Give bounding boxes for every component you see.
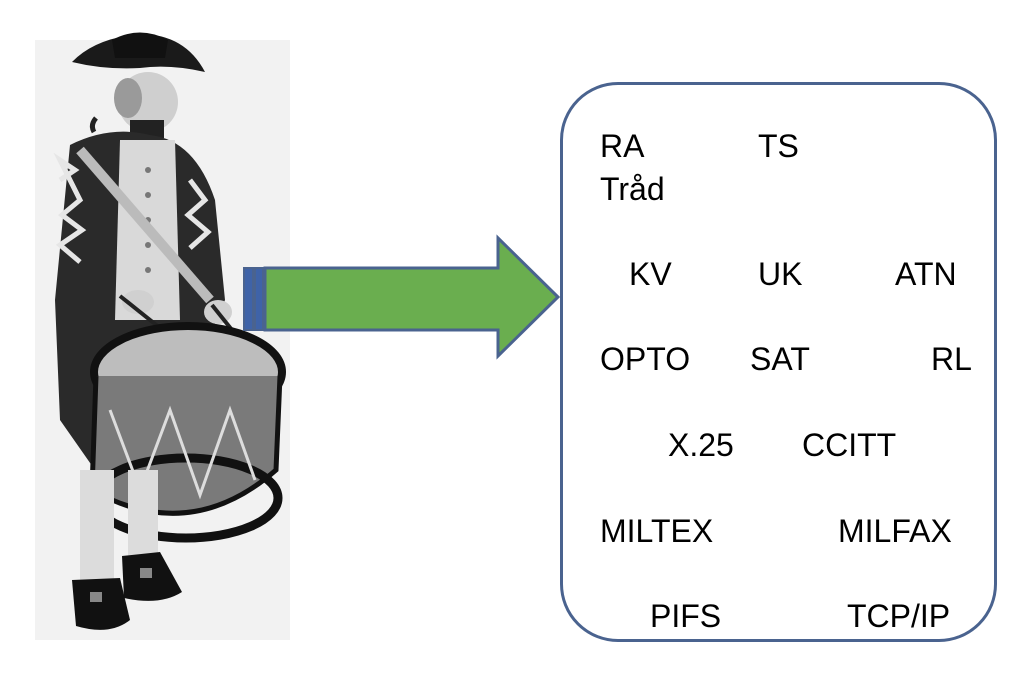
term-ts: TS bbox=[758, 128, 799, 164]
term-atn: ATN bbox=[895, 256, 957, 292]
term-miltex: MILTEX bbox=[600, 513, 714, 549]
term-opto: OPTO bbox=[600, 341, 691, 377]
term-ra: RA bbox=[600, 128, 645, 164]
term-trad: Tråd bbox=[600, 171, 665, 207]
drummer-illustration bbox=[35, 32, 290, 640]
right-arrow-icon bbox=[243, 234, 560, 360]
term-milfax: MILFAX bbox=[838, 513, 952, 549]
term-uk: UK bbox=[758, 256, 803, 292]
term-rl: RL bbox=[931, 341, 972, 377]
term-pifs: PIFS bbox=[650, 598, 722, 634]
terms-box: RA TS Tråd KV UK ATN OPTO SAT RL X.25 CC… bbox=[560, 82, 997, 642]
term-sat: SAT bbox=[750, 341, 810, 377]
term-kv: KV bbox=[629, 256, 672, 292]
term-tcpip: TCP/IP bbox=[847, 598, 951, 634]
term-ccitt: CCITT bbox=[802, 427, 897, 463]
term-x25: X.25 bbox=[668, 427, 734, 463]
